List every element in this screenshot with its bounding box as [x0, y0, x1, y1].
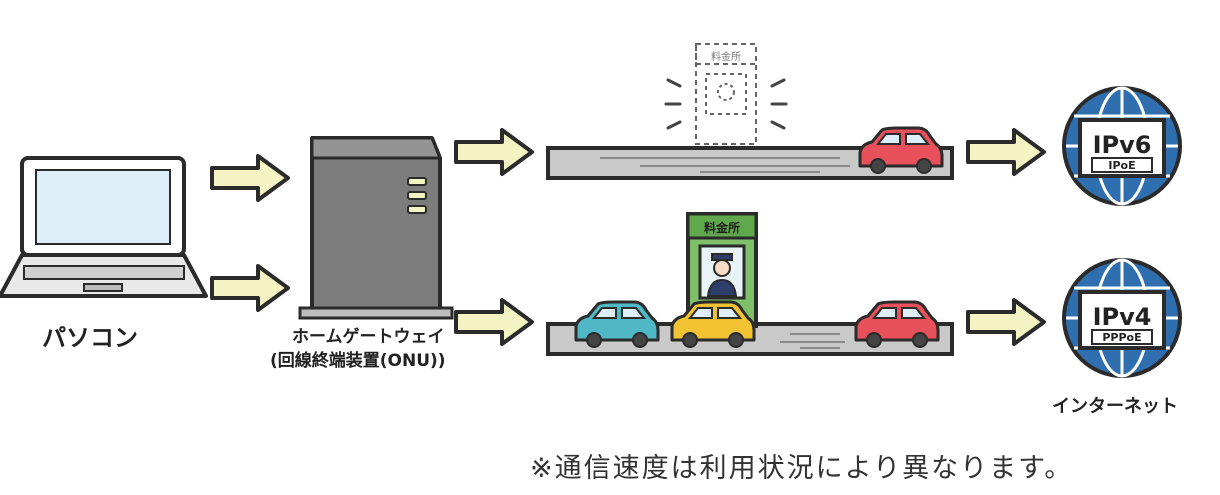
arrow-to-ipv4-globe: [966, 298, 1046, 346]
ipoe-label: IPoE: [1108, 159, 1135, 172]
globe-icon-ipv6: IPv6 IPoE: [1062, 86, 1182, 206]
arrow-gateway-to-ipv4-road: [454, 298, 534, 346]
gateway-label: ホームゲートウェイ: [292, 327, 445, 347]
toll-attendant-icon: [706, 253, 738, 297]
globe-icon-ipv4: IPv4 PPPoE: [1062, 258, 1182, 378]
toll-booth-sign: 料金所: [704, 220, 740, 235]
laptop-icon: [0, 156, 208, 298]
car-icon-teal: [574, 300, 660, 348]
gateway-sublabel: (回線終端装置(ONU)): [270, 351, 446, 371]
car-icon-red-top: [858, 126, 944, 174]
arrow-to-ipv6-globe: [966, 128, 1046, 176]
toll-booth-icon: 料金所: [686, 212, 758, 328]
footnote: ※通信速度は利用状況により異なります。: [530, 453, 1074, 484]
home-gateway-icon: [298, 136, 454, 320]
arrow-gateway-to-ipv6-road: [454, 128, 534, 176]
ipv4-label: IPv4: [1093, 303, 1152, 331]
ghost-toll-booth-icon: 料金所: [664, 43, 788, 145]
arrow-pc-to-gateway-bottom: [210, 264, 290, 312]
car-icon-yellow: [670, 300, 756, 348]
car-icon-red-bottom: [854, 300, 940, 348]
arrow-pc-to-gateway-top: [210, 154, 290, 202]
ipv6-label: IPv6: [1093, 131, 1152, 159]
pppoe-label: PPPoE: [1102, 331, 1141, 344]
internet-label: インターネット: [1052, 396, 1178, 417]
pc-label: パソコン: [42, 324, 138, 352]
ghost-booth-sign: 料金所: [711, 50, 741, 63]
